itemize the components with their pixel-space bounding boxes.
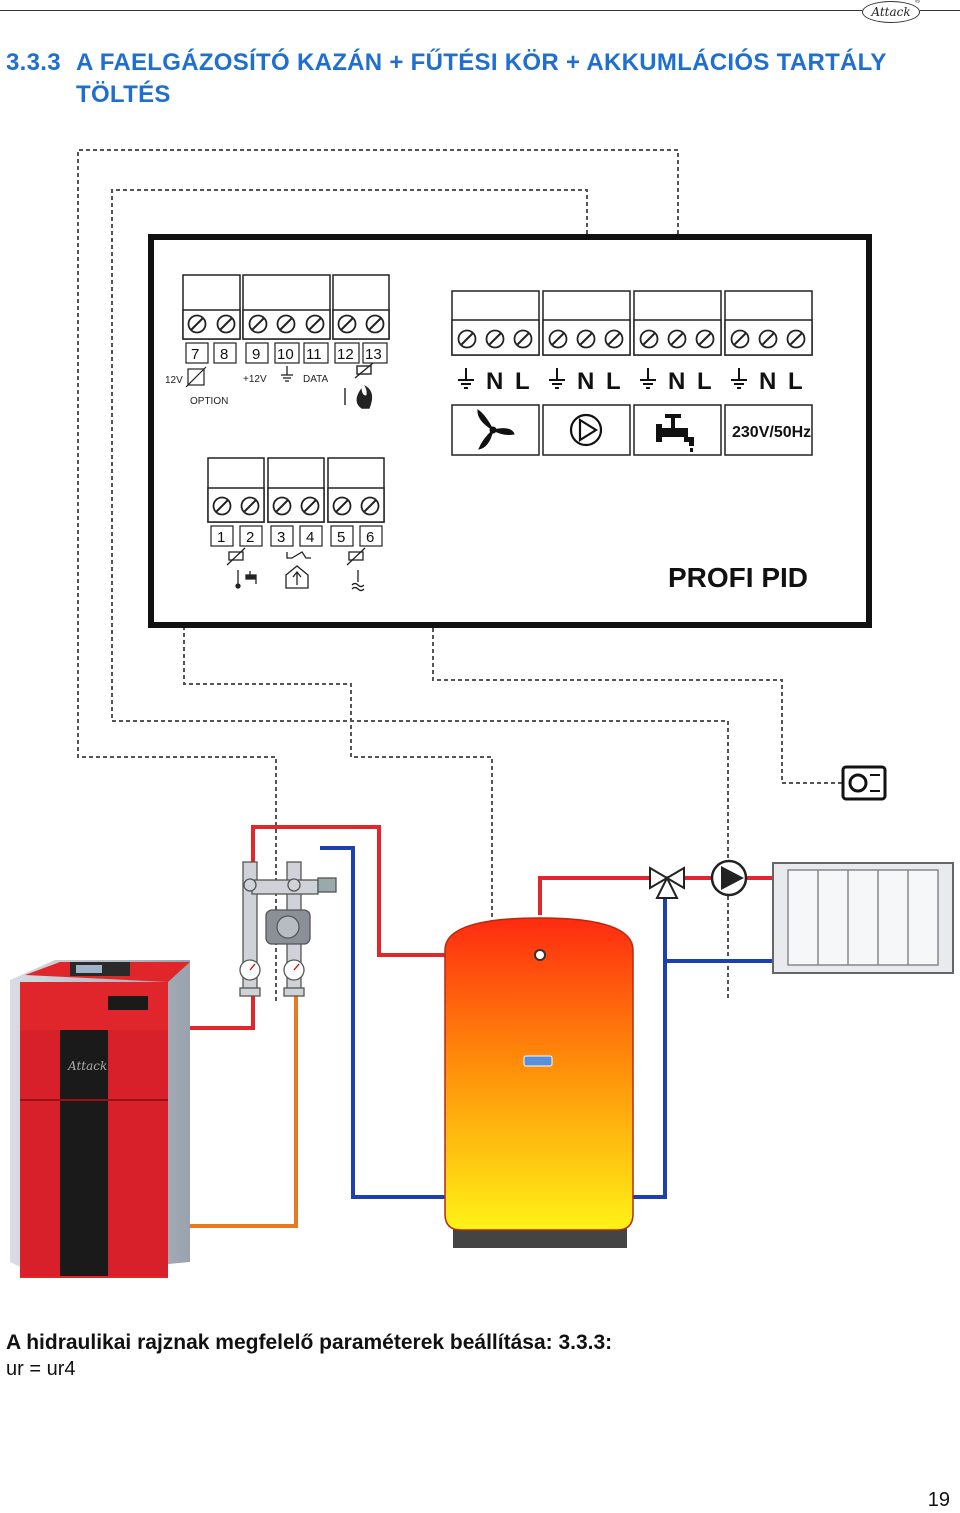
title-line-1: A FAELGÁZOSÍTÓ KAZÁN + FŰTÉSI KÖR + AKKU… [76, 49, 887, 76]
label-12v: 12V [165, 375, 183, 386]
bottom-terminal-numbers [210, 525, 383, 547]
terminal-4: 4 [306, 529, 314, 546]
controller-name: PROFI PID [668, 562, 808, 593]
dhw-sensor-icon [226, 547, 257, 589]
terminal-8: 8 [220, 346, 228, 363]
header-rule-right [920, 10, 960, 11]
flue-sensor-icon [344, 362, 374, 409]
boiler: Attack [10, 960, 190, 1278]
terminal-5: 5 [337, 529, 345, 546]
header-rule [0, 10, 862, 11]
parameter-value: ur = ur4 [6, 1358, 76, 1380]
n-label-1: N [486, 368, 503, 395]
n-label-2: N [577, 368, 594, 395]
terminal-1: 1 [217, 529, 225, 546]
room-thermostat-icon [285, 551, 311, 589]
page-number: 19 [927, 1489, 950, 1511]
label-option: OPTION [190, 396, 228, 407]
terminal-3: 3 [277, 529, 285, 546]
brand-logo: Attack [862, 1, 920, 23]
registered-mark: ® [915, 0, 921, 5]
relay-symbol [187, 368, 205, 386]
title-line-2: TÖLTÉS [76, 81, 171, 108]
terminal-9: 9 [252, 346, 260, 363]
room-sensor-icon [841, 765, 887, 801]
three-way-valve-icon [649, 866, 685, 899]
terminal-7: 7 [191, 346, 199, 363]
boiler-brand: Attack [67, 1059, 107, 1073]
tank-sensor-icon [346, 547, 366, 592]
cold-pipes [320, 846, 775, 1199]
terminal-6: 6 [366, 529, 374, 546]
valve-manifold [239, 861, 337, 997]
top-terminal-numbers [185, 342, 388, 364]
l-label-2: L [606, 368, 621, 395]
hot-pipes [190, 825, 775, 1030]
circulation-pump-icon [710, 859, 748, 897]
tap-icon [656, 414, 694, 452]
radiator [772, 862, 954, 974]
l-label-3: L [697, 368, 712, 395]
section-title: 3.3.3 A FAELGÁZOSÍTÓ KAZÁN + FŰTÉSI KÖR +… [6, 47, 956, 111]
wiring-hydraulic-diagram: 7 8 9 10 11 12 13 12V OPTION +12V DATA N… [10, 149, 954, 1278]
bottom-terminal-blocks [207, 457, 385, 523]
fan-icon [477, 409, 515, 450]
n-label-4: N [759, 368, 776, 395]
ground-icon [281, 366, 293, 382]
l-label-1: L [515, 368, 530, 395]
terminal-12: 12 [337, 346, 354, 363]
parameter-caption: A hidraulikai rajznak megfelelő paraméte… [6, 1331, 613, 1354]
terminal-11: 11 [306, 346, 322, 363]
label-data: DATA [303, 374, 329, 385]
terminal-10: 10 [277, 346, 294, 363]
n-label-3: N [668, 368, 685, 395]
terminal-13: 13 [365, 346, 382, 363]
accumulation-tank [444, 917, 634, 1248]
earth-symbols [458, 368, 747, 389]
l-label-4: L [788, 368, 803, 395]
pump-icon [569, 413, 603, 447]
section-number: 3.3.3 [6, 49, 61, 76]
return-pipe [190, 990, 298, 1228]
terminal-2: 2 [246, 529, 254, 546]
mains-label: 230V/50Hz [732, 424, 811, 441]
label-plus12v: +12V [243, 374, 267, 385]
